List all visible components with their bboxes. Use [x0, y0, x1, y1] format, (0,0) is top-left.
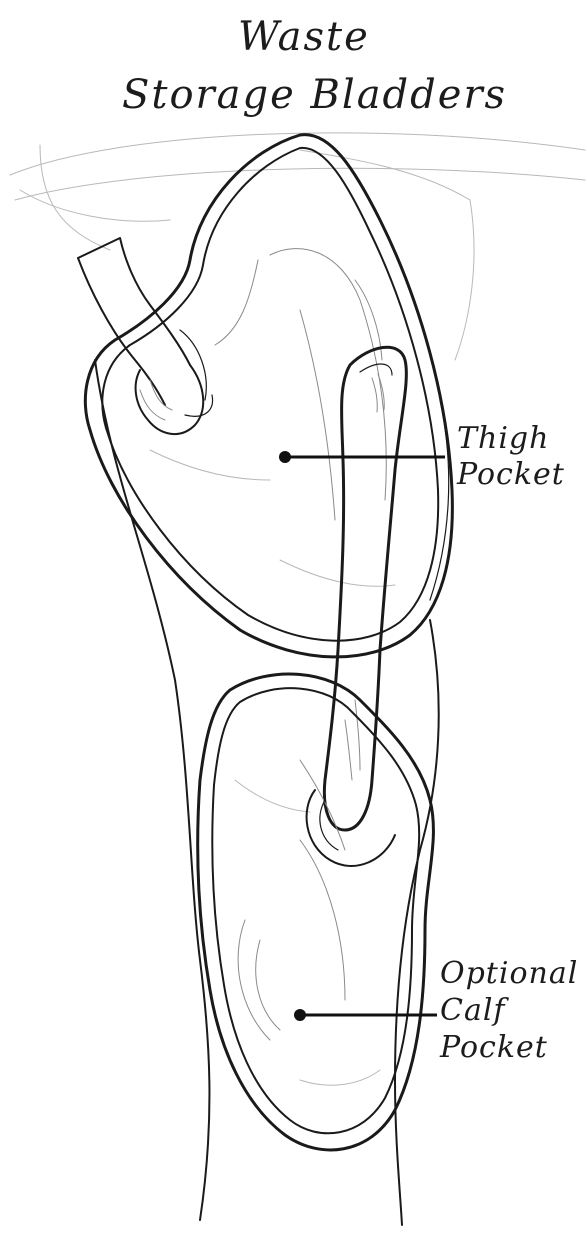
calf-pocket-callout: Optional Calf Pocket — [294, 956, 578, 1065]
title-line-2: Storage Bladders — [122, 72, 507, 118]
thigh-pocket-label-line-2: Pocket — [456, 457, 565, 492]
thigh-pocket-callout: Thigh Pocket — [279, 421, 565, 492]
leg-outline — [95, 360, 449, 1225]
waist-sketch — [10, 133, 585, 360]
title-line-1: Waste — [238, 14, 370, 60]
middle-tube — [324, 347, 406, 830]
thigh-pocket-label-line-1: Thigh — [457, 421, 549, 456]
calf-pocket-bladder — [198, 674, 434, 1150]
calf-pocket-label-line-2: Calf — [440, 993, 509, 1028]
calf-pocket-label-line-1: Optional — [440, 956, 578, 991]
calf-pocket-label-line-3: Pocket — [439, 1030, 548, 1065]
thigh-pocket-bladder — [85, 135, 452, 657]
